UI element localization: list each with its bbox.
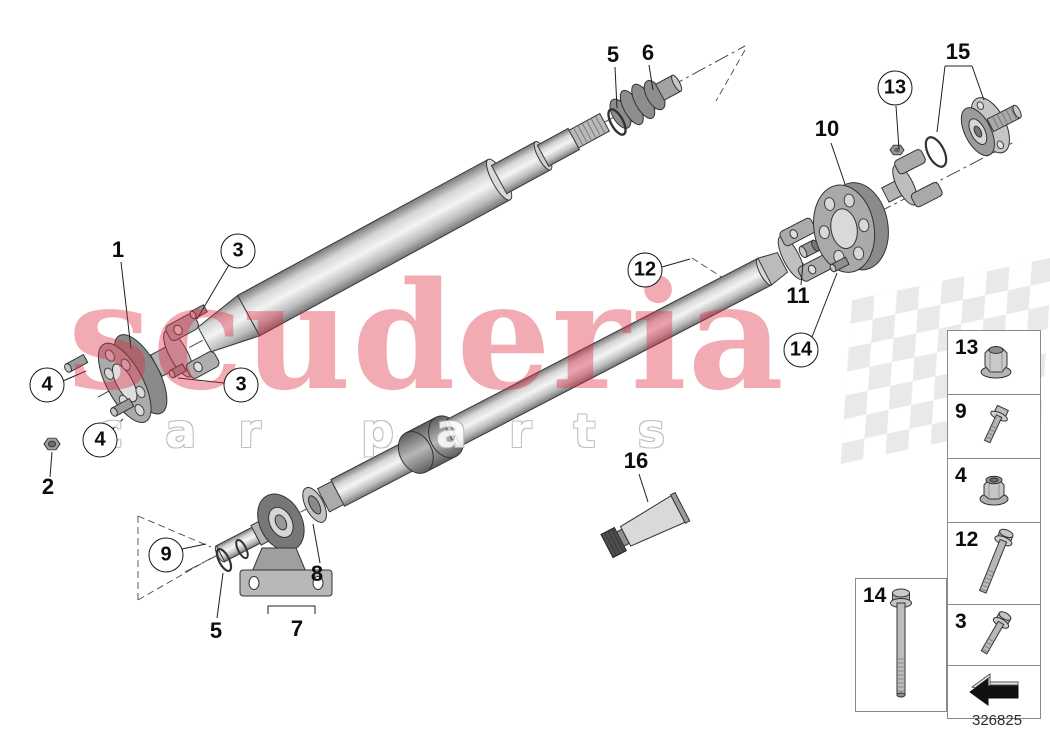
callout-6[interactable]: 6 <box>641 40 655 65</box>
hex-bolt-icon <box>980 611 1012 655</box>
callout-4-left[interactable]: 4 <box>29 367 65 403</box>
legend-label: 13 <box>955 336 979 359</box>
legend-item-14[interactable]: 14 <box>855 578 947 712</box>
flange-yoke <box>881 149 943 208</box>
legend-item-4[interactable]: 4 <box>948 458 1040 522</box>
callout-15[interactable]: 15 <box>945 39 971 64</box>
centre-bearing <box>302 487 327 523</box>
callout-9[interactable]: 9 <box>148 537 184 573</box>
rear-shaft-tube <box>446 257 773 447</box>
callout-10[interactable]: 10 <box>814 116 840 141</box>
legend-label: 14 <box>863 584 887 607</box>
front-yoke <box>149 313 220 379</box>
shaft-tube <box>236 158 511 337</box>
centre-mount <box>257 493 305 552</box>
legend-label: 4 <box>955 464 967 487</box>
callout-8[interactable]: 8 <box>310 561 324 586</box>
output-flange <box>960 97 1022 157</box>
grease-tube <box>600 491 691 559</box>
callout-4-lower[interactable]: 4 <box>82 422 118 458</box>
legend-label: 12 <box>955 528 979 551</box>
legend-label: 9 <box>955 400 967 423</box>
callout-16[interactable]: 16 <box>623 448 649 473</box>
legend-label: 3 <box>955 610 967 633</box>
callout-3-lower[interactable]: 3 <box>223 367 259 403</box>
callout-12[interactable]: 12 <box>627 252 663 288</box>
hex-nut <box>43 437 61 451</box>
direction-arrow-icon <box>969 673 1019 706</box>
legend-item-12[interactable]: 12 <box>948 522 1040 604</box>
flange-nut <box>889 144 905 156</box>
callout-5-lower[interactable]: 5 <box>209 618 223 643</box>
rear-driveshaft <box>214 217 835 563</box>
legend-item-3[interactable]: 3 <box>948 604 1040 665</box>
front-driveshaft <box>97 74 683 423</box>
callout-11[interactable]: 11 <box>786 283 810 308</box>
legend-item-direction[interactable] <box>948 665 1040 718</box>
rear-yoke <box>777 217 835 282</box>
yoke-bolt <box>168 363 187 379</box>
disc-stud-bolt <box>829 256 850 273</box>
torx-bolt-icon <box>890 588 912 698</box>
parts-legend: 13 9 4 12 <box>947 330 1041 719</box>
disc-bolt <box>110 397 135 417</box>
front-flex-disc <box>97 334 168 423</box>
lock-nut-icon <box>979 475 1009 505</box>
securing-ring <box>235 538 249 560</box>
snap-ring-rear <box>215 547 233 573</box>
long-hex-bolt-icon <box>978 528 1014 594</box>
flange-nut-icon <box>980 345 1012 378</box>
legend-item-13[interactable]: 13 <box>948 331 1040 394</box>
callout-5-upper[interactable]: 5 <box>606 42 620 67</box>
callout-2[interactable]: 2 <box>41 474 55 499</box>
callout-1[interactable]: 1 <box>111 237 125 262</box>
spacer-bushing <box>798 239 820 259</box>
centre-mount-bracket <box>239 547 333 597</box>
legend-item-9[interactable]: 9 <box>948 394 1040 458</box>
diagram-part-number: 326825 <box>972 712 1023 729</box>
callout-7[interactable]: 7 <box>290 616 304 641</box>
callout-14[interactable]: 14 <box>783 332 819 368</box>
rear-flex-disc <box>813 182 889 273</box>
leader-lines <box>49 64 985 619</box>
splined-end <box>568 112 611 149</box>
callout-13[interactable]: 13 <box>877 70 913 106</box>
disc-bolt <box>64 353 89 373</box>
callout-3-upper[interactable]: 3 <box>220 233 256 269</box>
cv-boot <box>609 74 683 129</box>
hex-screw-icon <box>983 404 1009 443</box>
snap-ring-front <box>607 108 627 136</box>
seal-ring <box>924 136 948 168</box>
